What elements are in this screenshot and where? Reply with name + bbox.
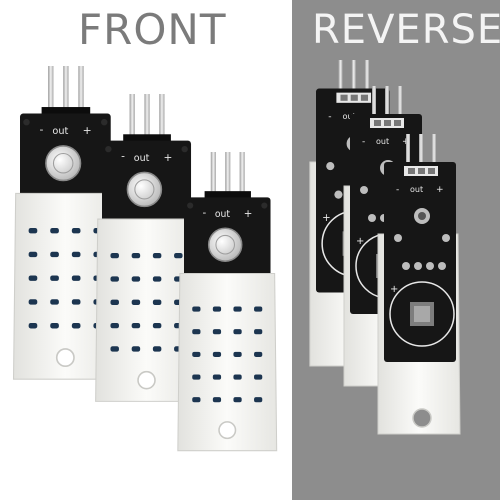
front-sensor-front xyxy=(177,151,278,452)
reverse-heading: REVERSE xyxy=(312,7,500,53)
reverse-sensor-front xyxy=(377,133,461,435)
front-heading: FRONT xyxy=(78,5,227,54)
